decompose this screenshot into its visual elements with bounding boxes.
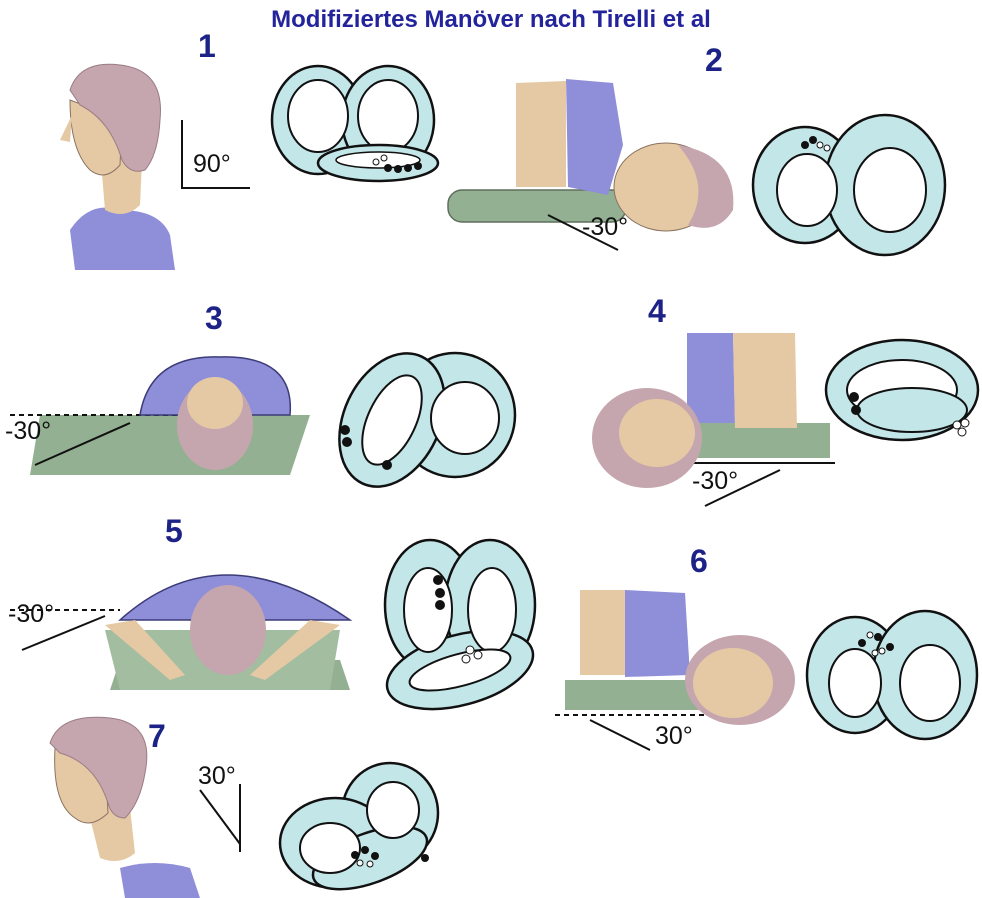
step-5-labyrinth <box>370 535 550 725</box>
step-1-head-profile <box>50 60 180 270</box>
step-6-number: 6 <box>690 543 708 580</box>
step-3-number: 3 <box>205 300 223 337</box>
step-7-angle-mark <box>195 782 245 857</box>
step-2-angle: -30° <box>582 213 628 242</box>
step-2-number: 2 <box>705 42 723 79</box>
step-1-number: 1 <box>198 28 216 65</box>
step-6-labyrinth <box>800 595 982 755</box>
step-3-labyrinth <box>330 340 530 490</box>
step-5-angle: -30° <box>8 600 54 629</box>
step-4-number: 4 <box>648 293 666 330</box>
step-6-angle: 30° <box>655 722 693 751</box>
step-4-angle: -30° <box>692 467 738 496</box>
figure-title: Modifiziertes Manöver nach Tirelli et al <box>0 6 982 34</box>
step-5-patient-sitting <box>10 540 360 705</box>
step-7-labyrinth <box>275 758 445 893</box>
step-4-labyrinth <box>822 335 982 445</box>
step-1-labyrinth <box>268 58 443 193</box>
step-2-labyrinth <box>745 90 955 270</box>
step-3-angle: -30° <box>5 417 51 446</box>
step-7-head-profile <box>40 718 205 898</box>
step-1-angle: 90° <box>193 150 231 179</box>
step-3-patient-supine <box>10 345 320 485</box>
